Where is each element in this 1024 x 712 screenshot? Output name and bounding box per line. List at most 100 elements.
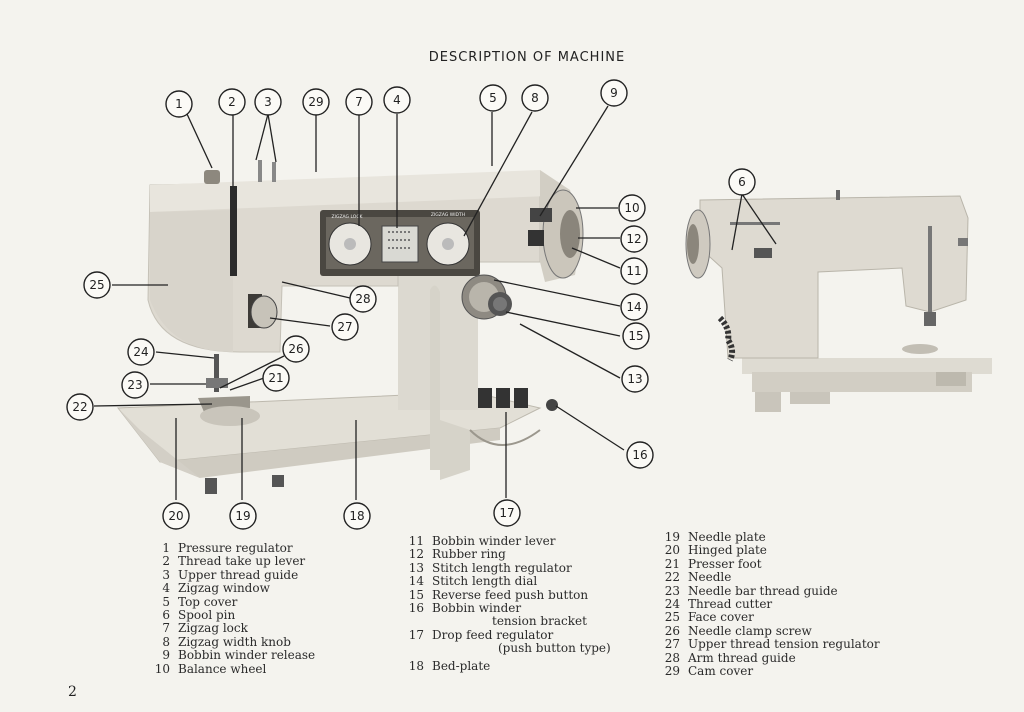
svg-text:27: 27 — [337, 320, 352, 334]
callout-21: 21 — [262, 364, 290, 392]
svg-text:6: 6 — [738, 175, 746, 189]
svg-text:10: 10 — [624, 201, 639, 215]
svg-text:24: 24 — [133, 345, 148, 359]
svg-text:3: 3 — [264, 95, 272, 109]
callout-12: 12 — [620, 225, 648, 253]
svg-text:26: 26 — [288, 342, 303, 356]
zigzag-lock-panel-label: ZIGZAG LOCK — [332, 214, 364, 220]
callout-6: 6 — [728, 168, 756, 196]
svg-text:14: 14 — [626, 300, 641, 314]
svg-text:8: 8 — [531, 91, 539, 105]
page-title: DESCRIPTION OF MACHINE — [428, 50, 626, 65]
svg-text:25: 25 — [89, 278, 104, 292]
svg-text:7: 7 — [355, 95, 363, 109]
svg-text:1: 1 — [175, 97, 183, 111]
svg-text:16: 16 — [632, 448, 647, 462]
svg-text:18: 18 — [349, 509, 364, 523]
callout-17: 17 — [493, 499, 521, 527]
svg-text:12: 12 — [626, 232, 641, 246]
svg-text:19: 19 — [235, 509, 250, 523]
callout-22: 22 — [66, 393, 94, 421]
callout-29: 29 — [302, 88, 330, 116]
svg-text:23: 23 — [127, 378, 142, 392]
svg-text:20: 20 — [168, 509, 183, 523]
callout-25: 25 — [83, 271, 111, 299]
callout-20: 20 — [162, 502, 190, 530]
svg-text:13: 13 — [627, 372, 642, 386]
callout-24: 24 — [127, 338, 155, 366]
callout-27: 27 — [331, 313, 359, 341]
callout-14: 14 — [620, 293, 648, 321]
callout-10: 10 — [618, 194, 646, 222]
callout-23: 23 — [121, 371, 149, 399]
callout-3: 3 — [254, 88, 282, 116]
svg-text:2: 2 — [228, 95, 236, 109]
callouts: 1 2 3 29 7 4 5 8 9 10 12 11 25 28 14 27 … — [66, 79, 756, 530]
callout-7: 7 — [345, 88, 373, 116]
callout-2: 2 — [218, 88, 246, 116]
callout-8: 8 — [521, 84, 549, 112]
legend-item-continuation: (push button type) — [498, 641, 611, 656]
svg-text:21: 21 — [268, 371, 283, 385]
svg-text:5: 5 — [489, 91, 497, 105]
callout-5: 5 — [479, 84, 507, 112]
legend-item-continuation: tension bracket — [492, 614, 587, 629]
callout-18: 18 — [343, 502, 371, 530]
callout-28: 28 — [349, 285, 377, 313]
svg-text:17: 17 — [499, 506, 514, 520]
svg-text:4: 4 — [393, 93, 401, 107]
callout-1: 1 — [165, 90, 193, 118]
main-machine-illustration: ZIGZAG LOCK ZIGZAG WIDTH — [117, 160, 584, 494]
callout-13: 13 — [621, 365, 649, 393]
callout-15: 15 — [622, 322, 650, 350]
svg-text:29: 29 — [308, 95, 323, 109]
callout-16: 16 — [626, 441, 654, 469]
callout-19: 19 — [229, 502, 257, 530]
callout-11: 11 — [620, 257, 648, 285]
zigzag-width-panel-label: ZIGZAG WIDTH — [431, 212, 465, 218]
side-machine-illustration — [685, 190, 992, 412]
leader-lines — [93, 105, 777, 500]
page-number: 2 — [68, 684, 77, 700]
callout-9: 9 — [600, 79, 628, 107]
svg-text:15: 15 — [628, 329, 643, 343]
svg-text:22: 22 — [72, 400, 87, 414]
callout-26: 26 — [282, 335, 310, 363]
callout-4: 4 — [383, 86, 411, 114]
svg-text:9: 9 — [610, 86, 618, 100]
svg-text:11: 11 — [626, 264, 641, 278]
svg-text:28: 28 — [355, 292, 370, 306]
